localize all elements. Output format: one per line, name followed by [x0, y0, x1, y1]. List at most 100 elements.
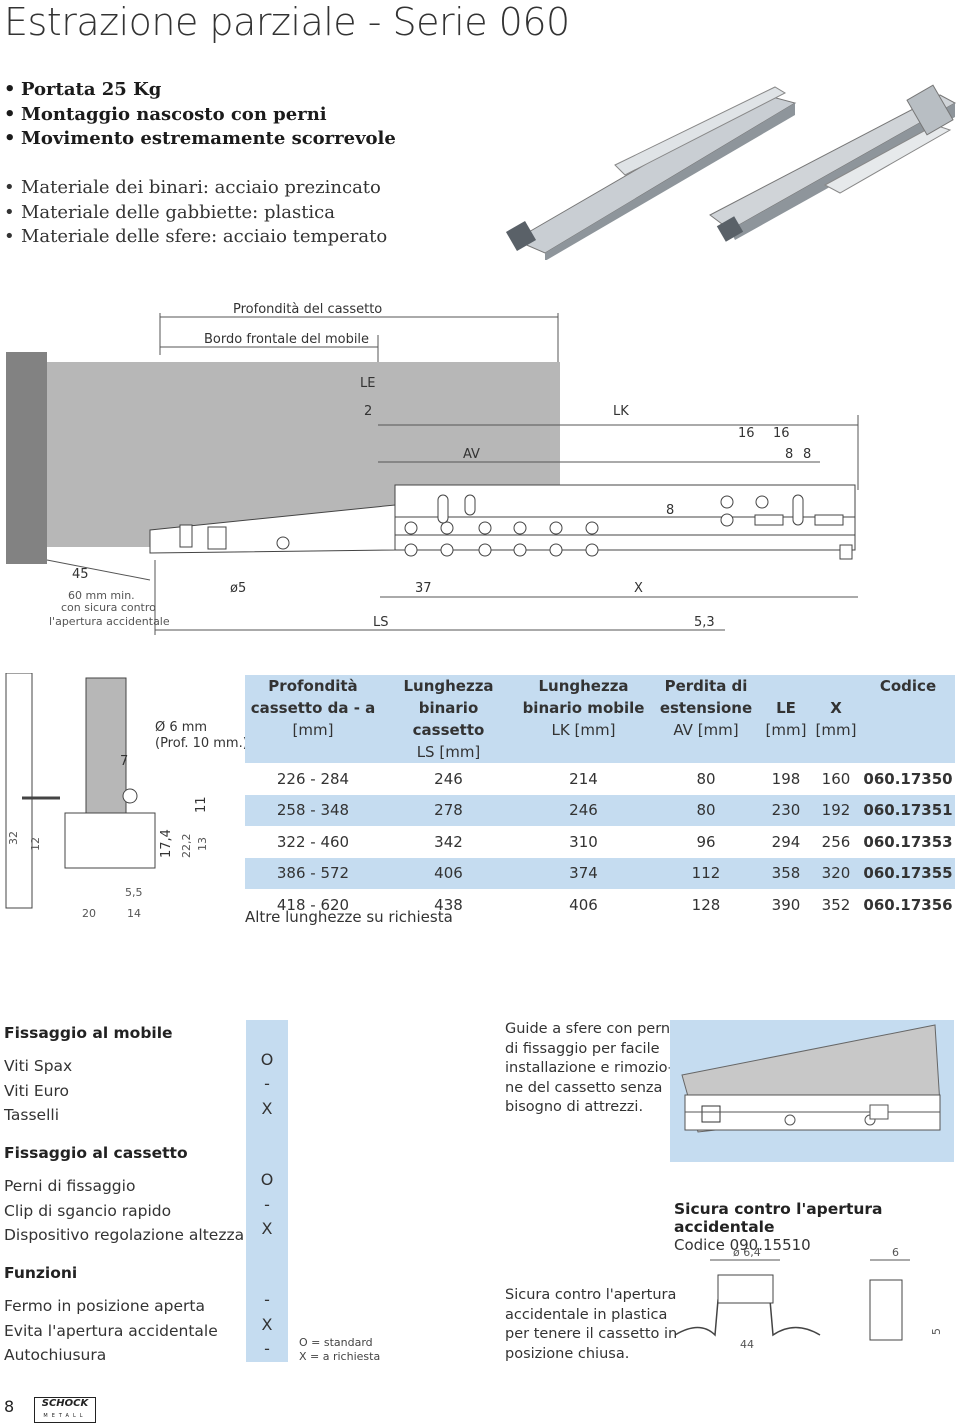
feature-value: -: [264, 1339, 270, 1358]
dim-8c: 8: [666, 503, 674, 518]
feature-value: -: [264, 1074, 270, 1093]
brand-logo: SCHOCK METALL: [34, 1397, 96, 1423]
feature-values-column: O - X O - X - X -: [246, 1020, 288, 1362]
dim-16a: 16: [738, 426, 755, 441]
feature-value: O: [260, 1050, 274, 1069]
front-slide-image: [709, 84, 957, 242]
safety-device-drawing: ø 6,4 6 44 5: [674, 1246, 943, 1351]
cross-section-drawing: Ø 6 mm (Prof. 10 mm.) 7 11 32 12 17,4 22…: [5, 673, 245, 920]
guide-mounting-illustration: [670, 1020, 954, 1162]
feature-label: Perni di fissaggio: [4, 1177, 136, 1195]
rear-slide-image: [505, 86, 797, 260]
depth-label: (Prof. 10 mm.): [155, 736, 245, 751]
feature-label: Fermo in posizione aperta: [4, 1297, 206, 1315]
feature-value: -: [264, 1195, 270, 1214]
feature-value: O: [260, 1170, 274, 1189]
feature-label: Clip di sgancio rapido: [4, 1201, 172, 1220]
drawer-depth-label: Profondità del cassetto: [233, 302, 382, 317]
dim-12: 12: [29, 837, 42, 851]
feature-label: Viti Spax: [4, 1057, 73, 1075]
av-label: AV: [463, 447, 480, 462]
dim-13: 13: [196, 837, 209, 851]
section-functions: Funzioni Fermo in posizione aperta Evita…: [4, 1263, 218, 1368]
legend-request: X = a richiesta: [299, 1350, 381, 1363]
feature-value: X: [261, 1219, 273, 1238]
feature-value: X: [261, 1099, 273, 1118]
phi-6-4: ø 6,4: [733, 1246, 761, 1259]
page-number: 8: [4, 1397, 15, 1416]
dim-44: 44: [740, 1338, 754, 1351]
dim-16b: 16: [773, 426, 790, 441]
cabinet-edge-label: Bordo frontale del mobile: [204, 332, 369, 347]
dim-32: 32: [7, 831, 20, 845]
guide-description: Guide a sfere con perni di fissaggio per…: [505, 1021, 675, 1115]
material-item: Materiale dei binari: acciaio prezincato: [4, 176, 387, 201]
dim-17-4: 17,4: [159, 829, 174, 858]
x-label: X: [634, 581, 643, 596]
dim-20: 20: [82, 907, 96, 920]
lk-label: LK: [613, 404, 629, 419]
feature-item: Montaggio nascosto con perni: [4, 103, 396, 128]
dim-8a: 8: [785, 447, 793, 462]
dim-5-3: 5,3: [694, 615, 715, 630]
feature-label: Viti Euro: [4, 1081, 70, 1100]
col-header-code: Codice: [861, 675, 955, 763]
slide-rail-drawing: [149, 484, 856, 560]
cabinet-wall: [6, 352, 47, 564]
hole-label: Ø 6 mm: [155, 720, 207, 735]
material-item: Materiale delle gabbiette: plastica: [4, 201, 387, 226]
legend: O = standard X = a richiesta: [299, 1336, 380, 1364]
dim-37: 37: [415, 581, 432, 596]
dim-7: 7: [120, 754, 128, 769]
feature-label: Dispositivo regolazione altezza: [4, 1226, 245, 1244]
section-drawer-fixing: Fissaggio al cassetto Perni di fissaggio…: [4, 1143, 244, 1248]
dim-22-2: 22,2: [180, 834, 193, 859]
safety-description: Sicura contro l'apertura accidentale in …: [505, 1287, 678, 1362]
safety-text-1: con sicura contro: [61, 601, 156, 614]
section-title: Fissaggio al cassetto: [4, 1144, 188, 1162]
le-label: LE: [360, 376, 375, 391]
technical-side-drawing: Profondità del cassetto Bordo frontale d…: [6, 302, 954, 635]
safety-text-2: l'apertura accidentale: [49, 615, 170, 628]
page-title: Estrazione parziale - Serie 060: [4, 0, 570, 44]
feature-item: Portata 25 Kg: [4, 78, 396, 103]
feature-item: Movimento estremamente scorrevole: [4, 127, 396, 152]
dim-5-5: 5,5: [125, 886, 143, 899]
ls-label: LS: [373, 615, 389, 630]
section-cabinet-fixing: Fissaggio al mobile Viti Spax Viti Euro …: [4, 1023, 173, 1128]
dim-11: 11: [194, 796, 209, 813]
feature-label: Autochiusura: [4, 1346, 107, 1364]
feature-label: Evita l'apertura accidentale: [4, 1321, 218, 1340]
key-features-list: Portata 25 Kg Montaggio nascosto con per…: [4, 78, 396, 152]
dim-45: 45: [72, 567, 89, 582]
feature-label: Tasselli: [4, 1106, 60, 1124]
feature-value: X: [261, 1315, 273, 1334]
materials-list: Materiale dei binari: acciaio prezincato…: [4, 176, 387, 250]
section-title: Funzioni: [4, 1264, 78, 1282]
drawer-side-section: [85, 677, 127, 839]
table-note: Altre lunghezze su richiesta: [245, 908, 453, 926]
feature-value: -: [264, 1290, 270, 1309]
section-title: Fissaggio al mobile: [4, 1024, 173, 1042]
min-distance-text: 60 mm min.: [68, 589, 135, 602]
phi5-label: ø5: [230, 581, 246, 596]
dim-6: 6: [892, 1246, 899, 1259]
slide-product-illustration: [505, 84, 957, 260]
col-header-le: LE[mm]: [761, 675, 811, 763]
dim-2: 2: [364, 404, 372, 419]
safety-title: Sicura contro l'apertura accidentale: [674, 1200, 883, 1236]
dim-14: 14: [127, 907, 141, 920]
legend-standard: O = standard: [299, 1336, 373, 1349]
safety-code: Codice 090.15510: [674, 1236, 811, 1254]
dim-8b: 8: [803, 447, 811, 462]
material-item: Materiale delle sfere: acciaio temperato: [4, 225, 387, 250]
